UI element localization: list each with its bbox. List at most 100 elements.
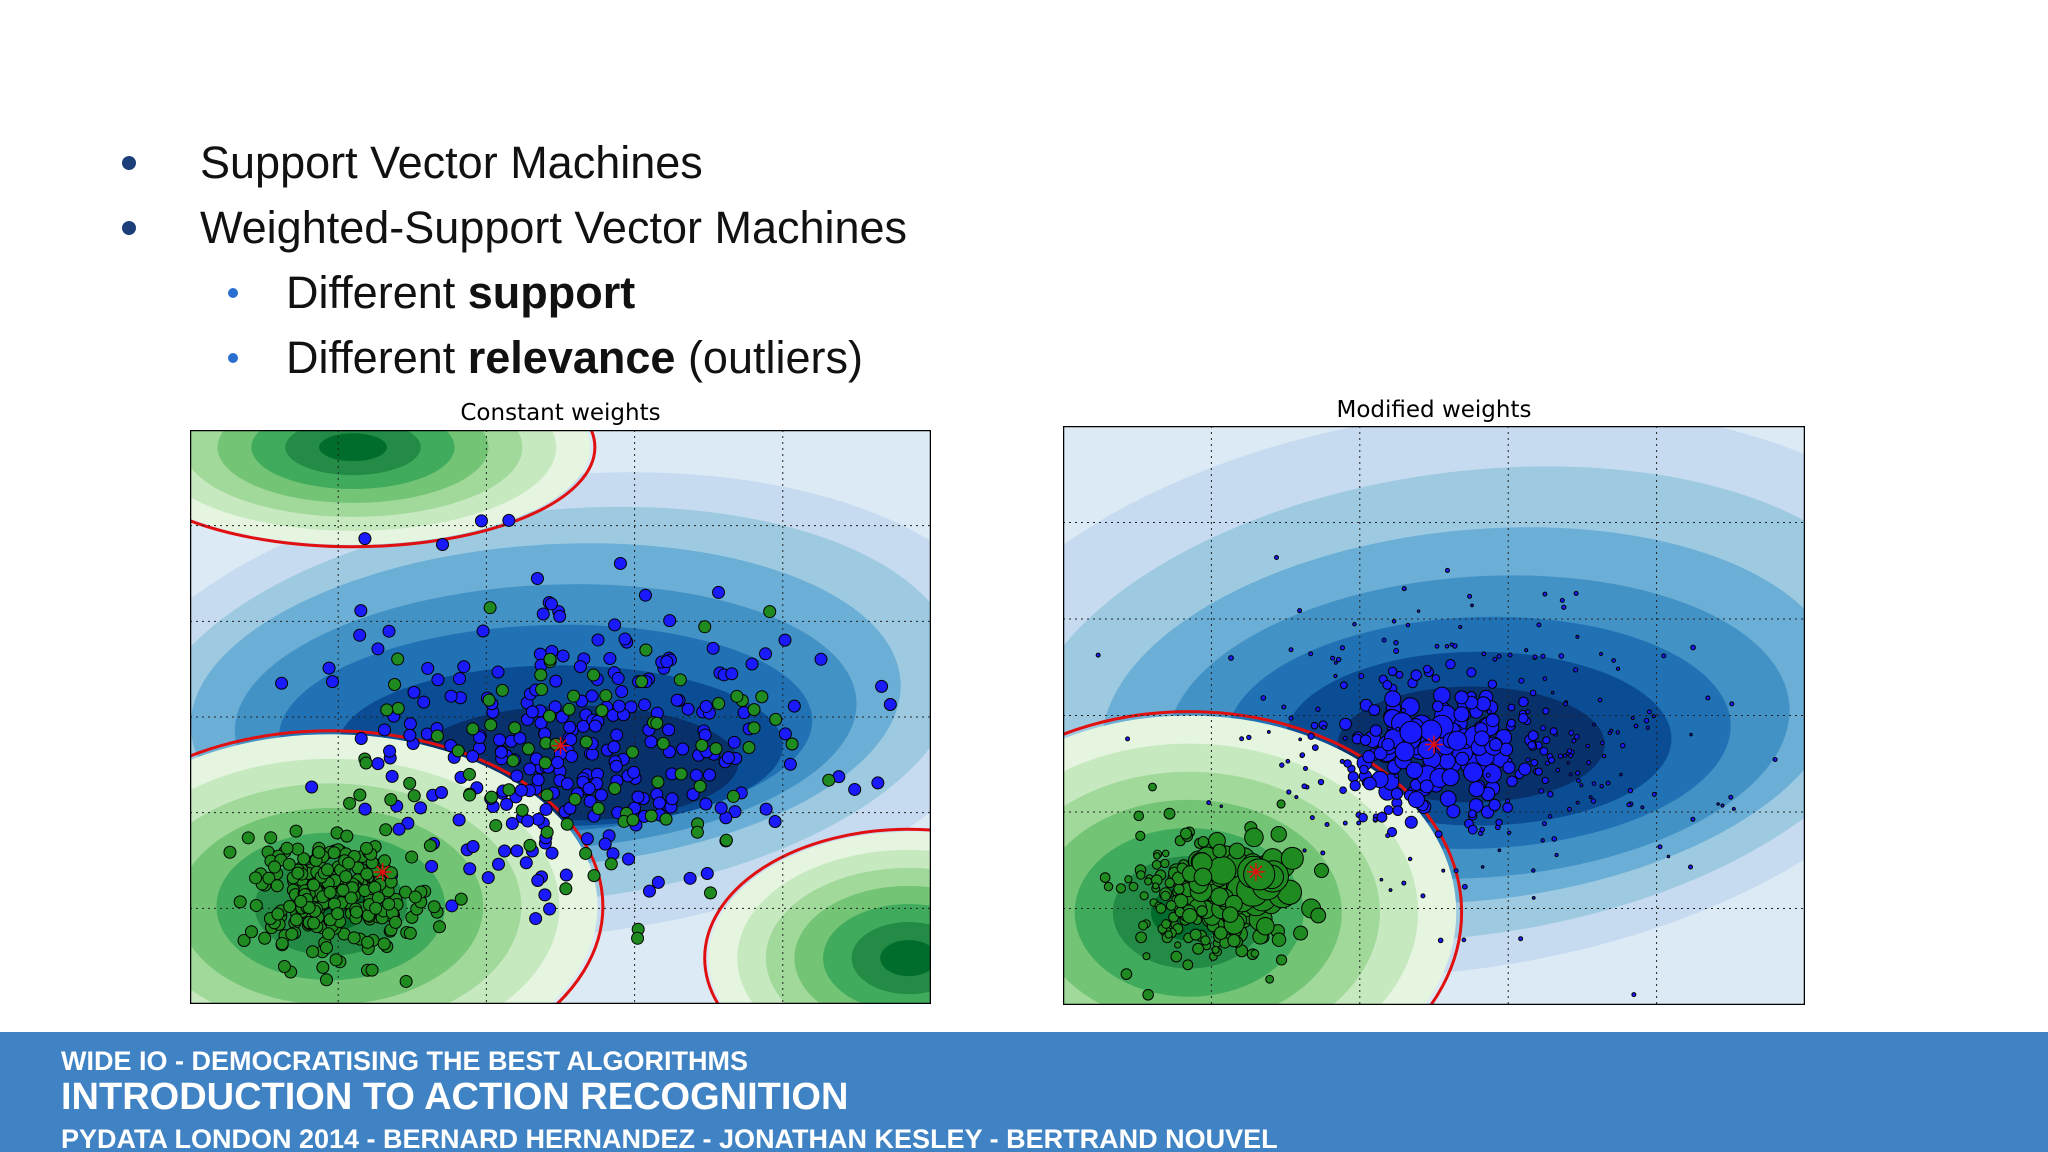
blue-point	[768, 815, 782, 829]
green-point	[712, 697, 726, 711]
blue-point	[1507, 703, 1516, 712]
blue-point	[1239, 736, 1245, 742]
blue-point	[1573, 590, 1579, 596]
green-point	[747, 703, 761, 717]
green-point	[427, 900, 441, 914]
blue-point	[1518, 762, 1532, 776]
blue-point	[610, 728, 624, 742]
blue-point	[662, 723, 676, 737]
blue-point	[1342, 735, 1348, 741]
blue-point	[1420, 719, 1443, 742]
green-point	[399, 974, 413, 988]
green-point	[327, 846, 341, 860]
blue-point	[1393, 647, 1400, 654]
blue-point	[1479, 826, 1486, 833]
green-point	[604, 857, 618, 871]
blue-point	[531, 812, 545, 826]
green-point	[378, 854, 392, 868]
green-point	[320, 973, 334, 987]
blue-point	[1266, 729, 1271, 734]
blue-point	[521, 814, 535, 828]
blue-point	[403, 717, 417, 731]
blue-point	[1399, 720, 1423, 744]
blue-point	[1390, 787, 1404, 800]
blue-point	[1206, 800, 1212, 806]
blue-point	[1504, 798, 1510, 804]
blue-point	[588, 719, 602, 733]
blue-point	[1502, 802, 1513, 813]
blue-point	[1468, 781, 1485, 798]
blue-point	[502, 513, 516, 527]
green-point	[1103, 881, 1114, 892]
blue-point	[883, 698, 897, 712]
blue-point	[1487, 679, 1498, 689]
blue-point	[500, 797, 514, 811]
blue-point	[1547, 814, 1553, 819]
blue-point	[1388, 888, 1393, 892]
green-point	[1165, 900, 1177, 911]
green-point	[312, 845, 326, 859]
green-point	[466, 722, 480, 736]
blue-point	[1645, 725, 1651, 730]
blue-point	[1356, 820, 1362, 826]
blue-point	[1407, 856, 1413, 862]
green-point	[283, 900, 297, 914]
blue-point	[1482, 764, 1502, 784]
blue-point	[1410, 669, 1422, 681]
blue-point	[1453, 868, 1459, 874]
blue-point	[1431, 674, 1441, 683]
blue-point	[1568, 772, 1573, 777]
green-point	[319, 941, 333, 955]
blue-point	[1391, 618, 1397, 624]
green-point	[1192, 942, 1205, 955]
green-point	[391, 701, 405, 715]
blue-point	[1657, 844, 1663, 850]
green-point	[1163, 807, 1176, 820]
blue-point	[1534, 767, 1543, 776]
blue-point	[1419, 779, 1434, 794]
blue-point	[1568, 729, 1575, 736]
blue-point	[1716, 802, 1720, 806]
blue-point	[431, 673, 445, 687]
blue-point	[1507, 652, 1513, 658]
blue-point	[1729, 701, 1735, 707]
blue-point	[401, 816, 415, 830]
blue-point	[1540, 838, 1545, 843]
blue-point	[1615, 730, 1620, 735]
blue-point	[1288, 715, 1294, 721]
green-point	[451, 744, 465, 758]
blue-point	[436, 537, 450, 551]
blue-point	[706, 641, 720, 655]
blue-point	[1422, 664, 1432, 674]
green-point	[523, 838, 537, 852]
green-point	[1256, 916, 1275, 936]
green-point	[485, 790, 499, 804]
blue-point	[759, 802, 773, 816]
green-point	[237, 933, 251, 947]
blue-point	[1524, 648, 1529, 653]
blue-point	[1400, 707, 1406, 713]
blue-point	[727, 735, 741, 749]
blue-point	[699, 699, 713, 713]
blue-point	[1705, 695, 1711, 701]
blue-point	[1301, 783, 1308, 790]
blue-point	[1395, 726, 1401, 732]
blue-point	[1563, 701, 1568, 707]
blue-point	[703, 768, 717, 782]
chart-title-modified: Modified weights	[1336, 397, 1532, 423]
blue-point	[1324, 822, 1330, 828]
green-point	[1152, 882, 1160, 890]
blue-point	[1274, 554, 1280, 560]
green-point	[579, 846, 593, 860]
green-point	[755, 690, 769, 704]
green-point	[1276, 799, 1286, 809]
green-point	[639, 643, 653, 657]
blue-point	[1405, 761, 1424, 780]
footer-authors: PYDATA LONDON 2014 - BERNARD HERNANDEZ -…	[61, 1124, 1278, 1152]
blue-point	[1631, 992, 1637, 998]
chart-title-constant: Constant weights	[460, 400, 661, 426]
blue-point	[556, 649, 570, 663]
blue-point	[1627, 787, 1634, 794]
blue-point	[1497, 848, 1502, 853]
blue-point	[1575, 770, 1581, 776]
